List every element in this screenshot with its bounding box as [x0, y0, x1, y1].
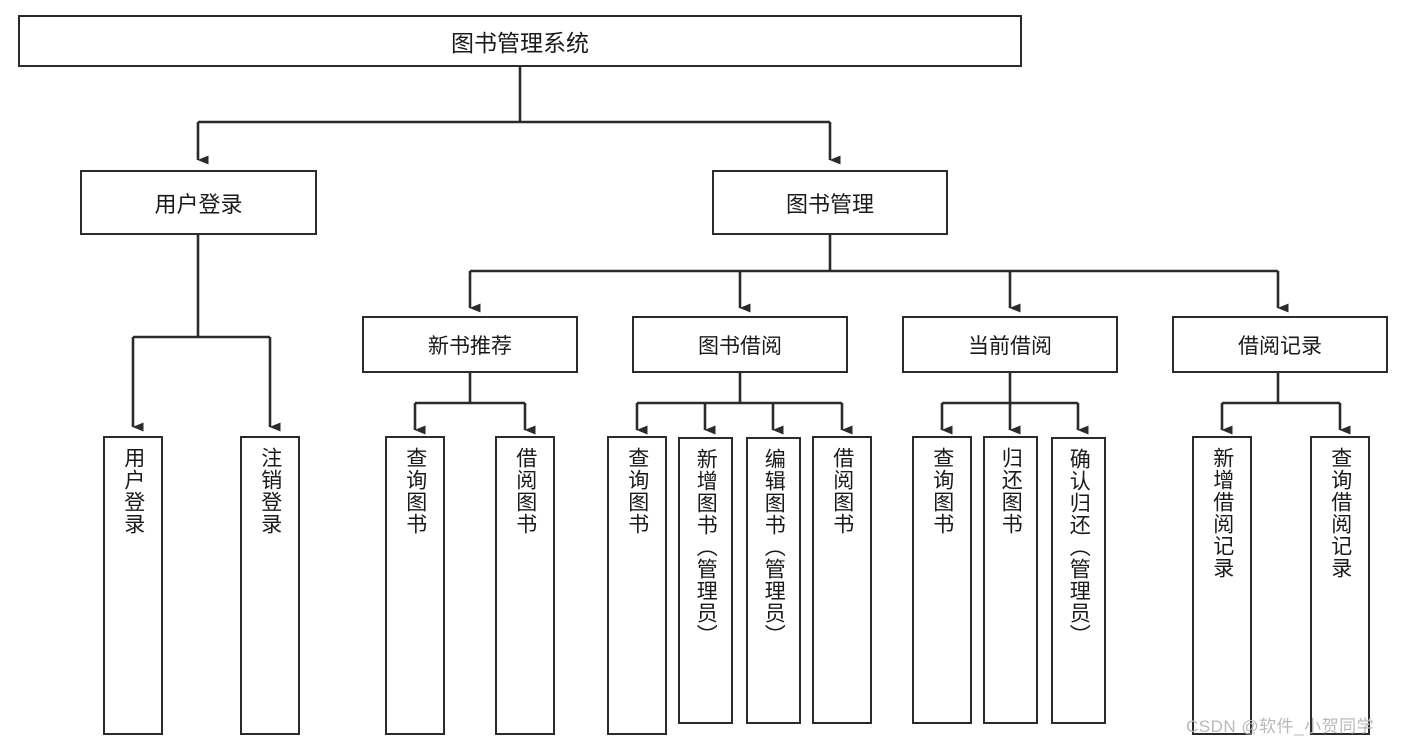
leaf-label: 用户登录 [121, 447, 145, 535]
leaf-query-books-recommend[interactable]: 查询图书 [385, 436, 445, 735]
leaf-label: 借阅图书 [830, 447, 854, 535]
leaf-return-books[interactable]: 归还图书 [983, 436, 1038, 724]
leaf-borrow-books[interactable]: 借阅图书 [812, 436, 872, 724]
leaf-query-borrow-record[interactable]: 查询借阅记录 [1310, 436, 1370, 735]
leaf-label: 确认归还（管理员） [1067, 448, 1091, 646]
leaf-label: 查询图书 [930, 447, 954, 535]
leaf-label: 编辑图书（管理员） [762, 448, 786, 646]
node-user-login[interactable]: 用户登录 [80, 170, 317, 235]
node-book-management[interactable]: 图书管理 [712, 170, 948, 235]
node-borrow-record[interactable]: 借阅记录 [1172, 316, 1388, 373]
node-root-system[interactable]: 图书管理系统 [18, 15, 1022, 67]
leaf-query-books-current[interactable]: 查询图书 [912, 436, 972, 724]
leaf-add-borrow-record[interactable]: 新增借阅记录 [1192, 436, 1252, 735]
leaf-query-books-borrow[interactable]: 查询图书 [607, 436, 667, 735]
leaf-edit-book-admin[interactable]: 编辑图书（管理员） [746, 437, 801, 724]
leaf-label: 归还图书 [999, 447, 1023, 535]
leaf-confirm-return-admin[interactable]: 确认归还（管理员） [1051, 437, 1106, 724]
watermark: CSDN @软件_小贺同学 [1186, 717, 1375, 736]
leaf-label: 新增借阅记录 [1210, 447, 1234, 579]
leaf-label: 查询借阅记录 [1328, 447, 1352, 579]
leaf-label: 新增图书（管理员） [694, 448, 718, 646]
leaf-label: 注销登录 [258, 447, 282, 535]
leaf-label: 查询图书 [403, 447, 427, 535]
leaf-user-login[interactable]: 用户登录 [103, 436, 163, 735]
leaf-label: 借阅图书 [513, 447, 537, 535]
leaf-label: 查询图书 [625, 447, 649, 535]
leaf-logout[interactable]: 注销登录 [240, 436, 300, 735]
leaf-borrow-books-recommend[interactable]: 借阅图书 [495, 436, 555, 735]
leaf-add-book-admin[interactable]: 新增图书（管理员） [678, 437, 733, 724]
node-current-borrow[interactable]: 当前借阅 [902, 316, 1118, 373]
node-new-book-recommend[interactable]: 新书推荐 [362, 316, 578, 373]
node-book-borrow[interactable]: 图书借阅 [632, 316, 848, 373]
